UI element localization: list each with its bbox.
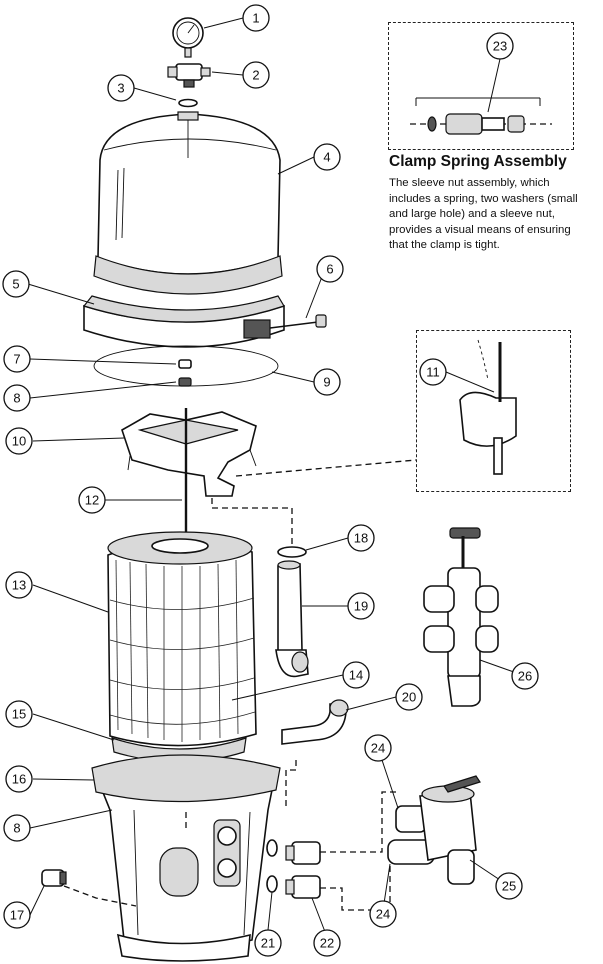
svg-text:7: 7 (13, 352, 20, 367)
svg-text:2: 2 (252, 68, 259, 83)
callout-1: 1 (242, 4, 270, 32)
adapter-o-ring-lower (266, 875, 278, 893)
svg-text:6: 6 (326, 262, 333, 277)
outlet-pipe (275, 560, 309, 678)
drain-nut (178, 359, 192, 369)
callout-15: 15 (5, 700, 33, 728)
air-relief-valve (167, 63, 211, 88)
callout-25: 25 (495, 872, 523, 900)
air-relief-inset-frame (416, 330, 571, 492)
slide-valve (423, 527, 499, 707)
svg-text:24: 24 (371, 741, 385, 756)
callout-14: 14 (342, 661, 370, 689)
callout-23: 23 (486, 32, 514, 60)
svg-text:1: 1 (252, 11, 259, 26)
callout-3: 3 (107, 74, 135, 102)
callout-26: 26 (511, 662, 539, 690)
svg-text:24: 24 (376, 907, 390, 922)
cartridge-element (107, 531, 257, 747)
svg-text:4: 4 (323, 150, 330, 165)
callout-13: 13 (5, 571, 33, 599)
callout-7: 7 (3, 345, 31, 373)
assembly-guide-lines (63, 459, 417, 911)
svg-text:22: 22 (320, 936, 334, 951)
svg-text:23: 23 (493, 39, 507, 54)
air-relief-assembly-detail (459, 339, 517, 475)
callout-10: 10 (5, 427, 33, 455)
callout-8-lower: 8 (3, 814, 31, 842)
valve-o-ring (178, 98, 198, 108)
svg-text:9: 9 (323, 375, 330, 390)
svg-text:20: 20 (402, 690, 416, 705)
svg-text:13: 13 (12, 578, 26, 593)
svg-text:3: 3 (117, 81, 124, 96)
svg-text:12: 12 (85, 493, 99, 508)
callout-18: 18 (347, 524, 375, 552)
multiport-valve (387, 775, 481, 885)
elbow-o-ring (277, 546, 307, 558)
callout-17: 17 (3, 901, 31, 929)
callout-5: 5 (2, 270, 30, 298)
svg-text:11: 11 (426, 365, 440, 380)
pressure-gauge (172, 17, 204, 58)
callout-6: 6 (316, 255, 344, 283)
clamp-spring-inset-frame (388, 22, 574, 150)
svg-text:8: 8 (13, 391, 20, 406)
tank-clamp (82, 295, 285, 348)
callout-20: 20 (395, 683, 423, 711)
tank-body (91, 754, 281, 962)
svg-text:17: 17 (10, 908, 24, 923)
bulkhead-adapter-lower (285, 875, 321, 899)
clamp-bolt (269, 314, 327, 329)
tank-lid (93, 111, 283, 295)
callout-24-upper: 24 (364, 734, 392, 762)
drain-plug (41, 869, 67, 887)
callout-21: 21 (254, 929, 282, 957)
svg-text:16: 16 (12, 772, 26, 787)
clamp-spring-detail (410, 97, 552, 135)
svg-text:19: 19 (354, 599, 368, 614)
callout-19: 19 (347, 592, 375, 620)
callout-11: 11 (419, 358, 447, 386)
svg-text:14: 14 (349, 668, 363, 683)
callout-4: 4 (313, 143, 341, 171)
svg-text:25: 25 (502, 879, 516, 894)
svg-text:5: 5 (12, 277, 19, 292)
svg-text:10: 10 (12, 434, 26, 449)
inlet-elbow (281, 699, 349, 745)
bulkhead-adapter-upper (285, 841, 321, 865)
svg-text:26: 26 (518, 669, 532, 684)
callout-24-lower: 24 (369, 900, 397, 928)
callout-12: 12 (78, 486, 106, 514)
drain-cap (178, 377, 192, 387)
clamp-spring-title: Clamp Spring Assembly (389, 153, 567, 170)
callout-2: 2 (242, 61, 270, 89)
manifold (121, 411, 257, 497)
svg-text:21: 21 (261, 936, 275, 951)
callout-16: 16 (5, 765, 33, 793)
callout-9: 9 (313, 368, 341, 396)
callout-22: 22 (313, 929, 341, 957)
svg-text:18: 18 (354, 531, 368, 546)
svg-text:8: 8 (13, 821, 20, 836)
svg-text:15: 15 (12, 707, 26, 722)
callout-8-upper: 8 (3, 384, 31, 412)
adapter-o-ring-upper (266, 839, 278, 857)
clamp-spring-description: The sleeve nut assembly, which includes … (389, 177, 578, 252)
